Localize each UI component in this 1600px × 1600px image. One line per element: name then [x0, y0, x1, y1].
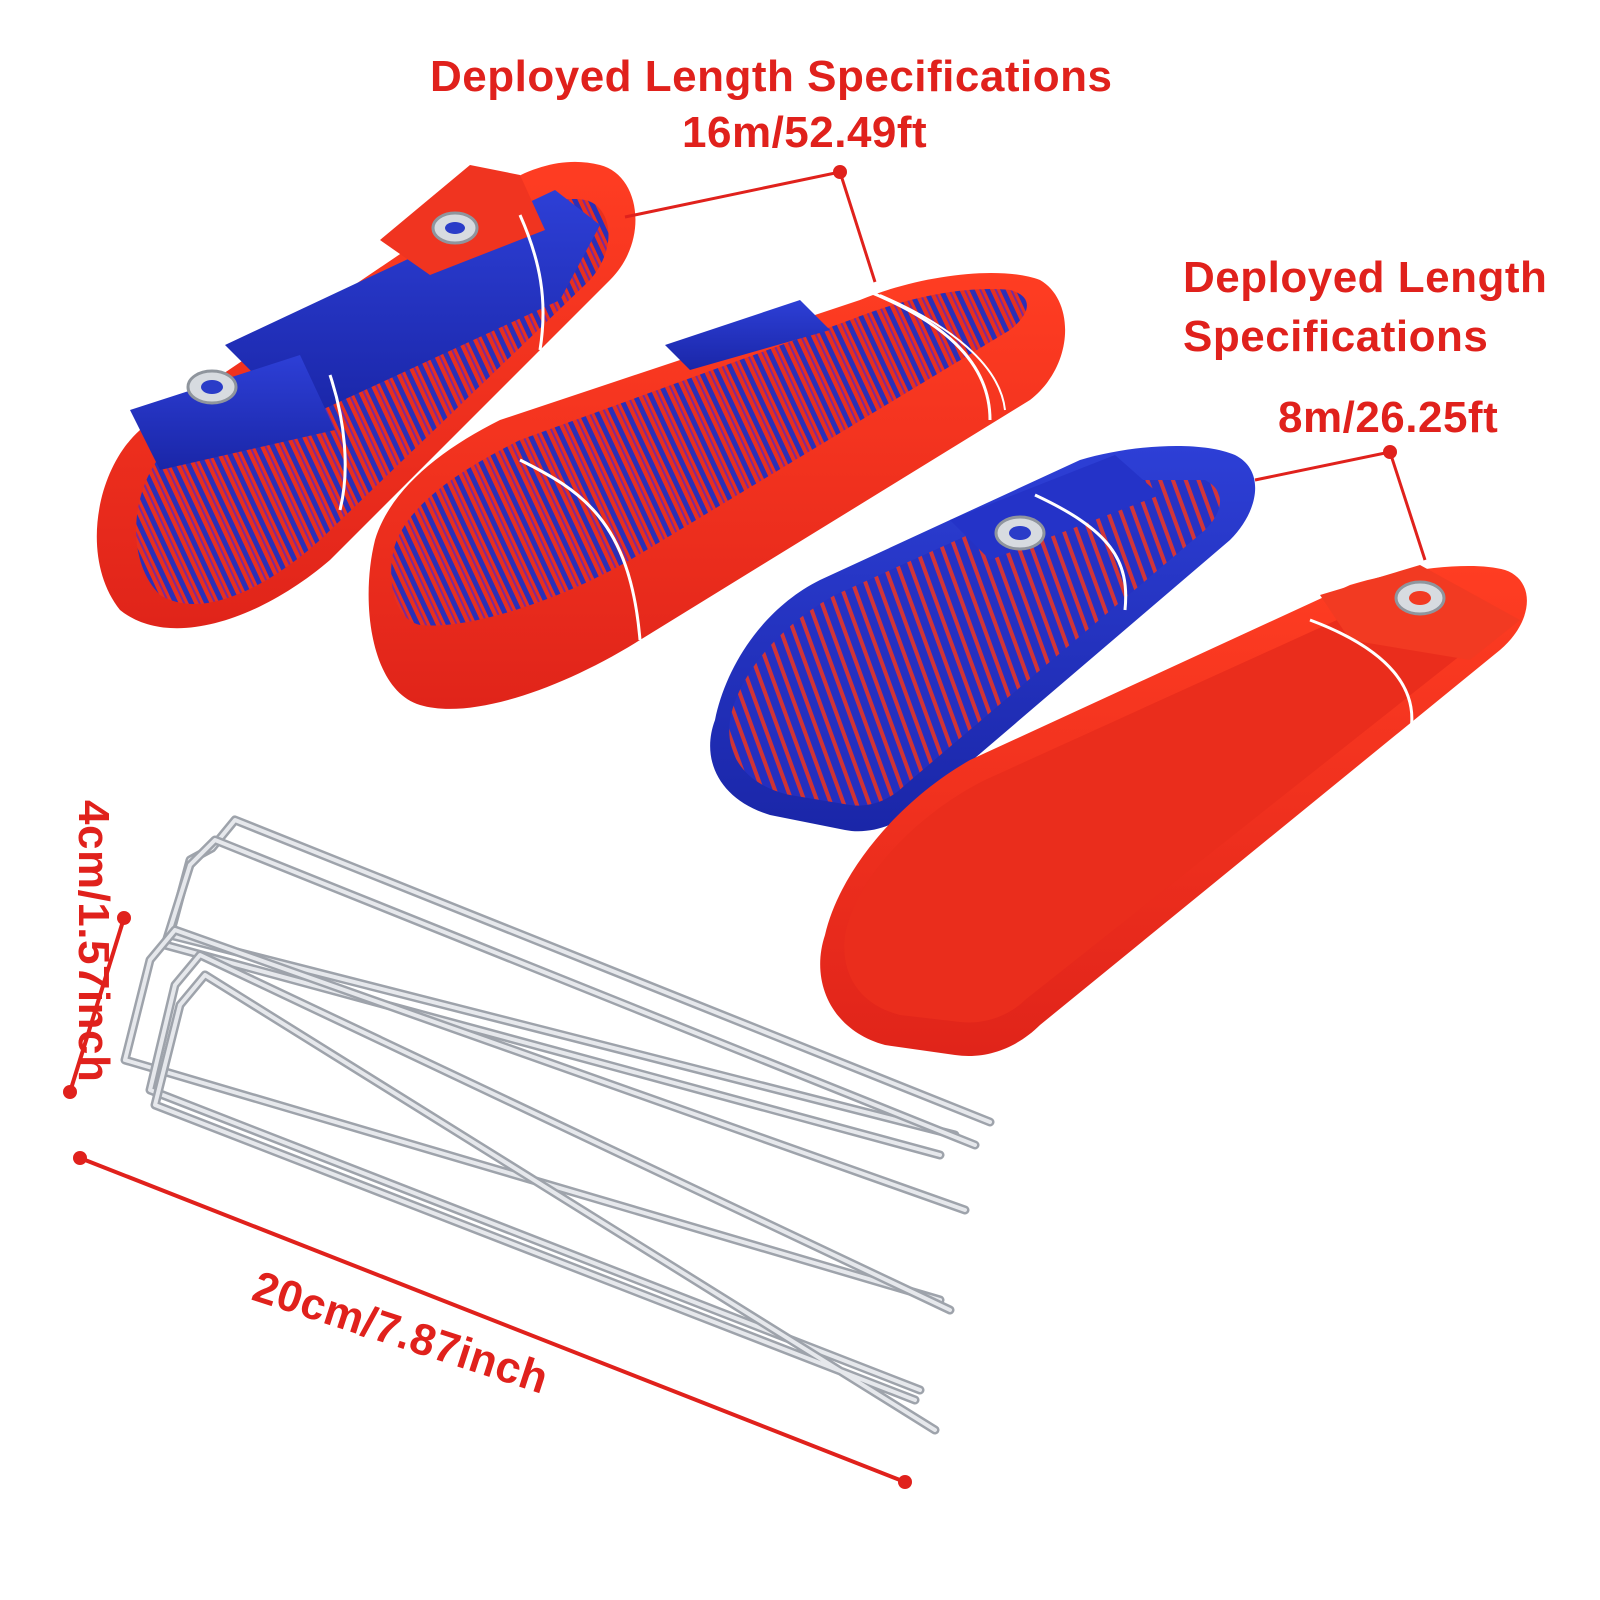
short-strap-spec-title-line1: Deployed Length	[1183, 253, 1548, 302]
stake-width-value: 4cm/1.57inch	[69, 800, 118, 1083]
short-strap-spec-title-line2: Specifications	[1183, 312, 1489, 361]
u-stake-group	[120, 815, 995, 1435]
dimension-line-stake-width	[63, 911, 131, 1099]
u-stake	[145, 950, 955, 1395]
dimension-line-short-strap	[1254, 445, 1427, 561]
dimension-line-long-strap	[624, 165, 877, 283]
strap-roll-long-center	[368, 272, 1066, 709]
strap-roll-short-blue	[710, 445, 1256, 832]
dimension-line-stake-length	[73, 1151, 912, 1489]
long-strap-spec-title: Deployed Length Specifications	[430, 52, 1113, 101]
u-stake	[120, 925, 970, 1305]
u-stake	[150, 970, 940, 1435]
strap-roll-short-red	[820, 565, 1527, 1056]
short-strap-length-value: 8m/26.25ft	[1278, 393, 1499, 442]
long-strap-length-value: 16m/52.49ft	[682, 108, 928, 157]
